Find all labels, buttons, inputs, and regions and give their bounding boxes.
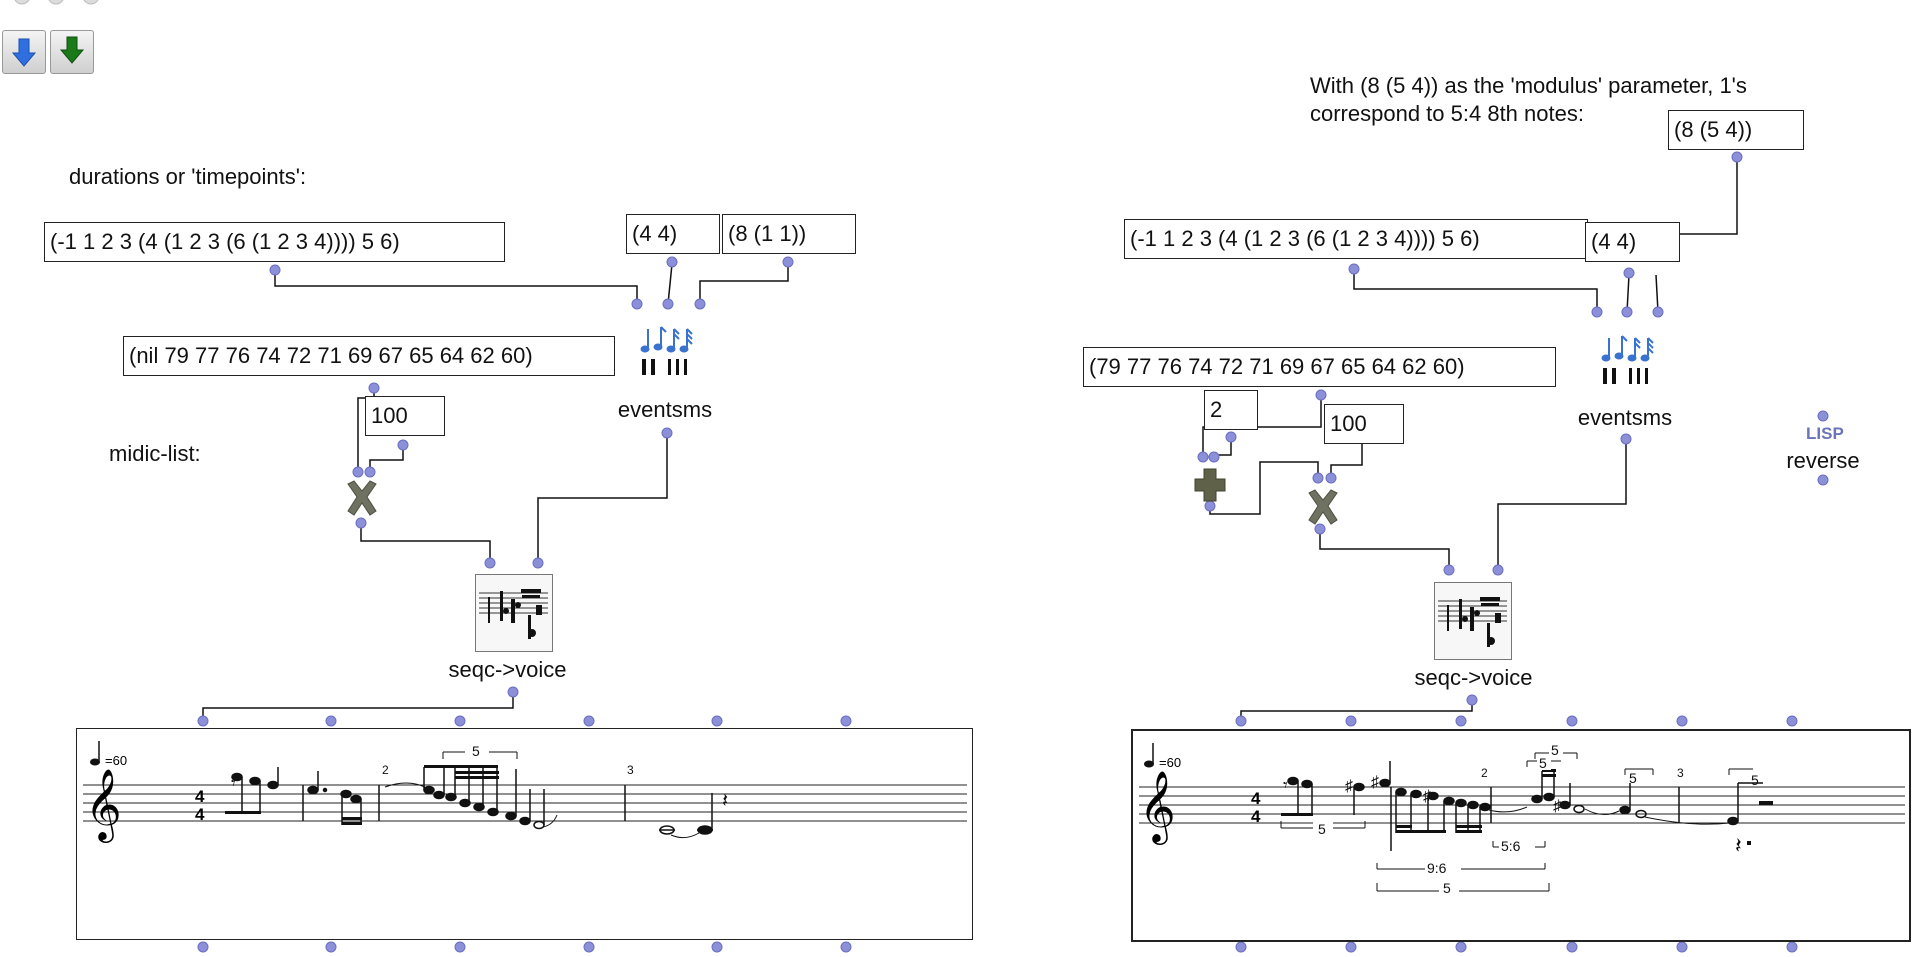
green-down-arrow-button[interactable] [50, 30, 94, 74]
velocity-box-right[interactable]: 100 [1324, 404, 1404, 444]
time-sig-bottom: 4 [1251, 807, 1261, 826]
durations-box-right[interactable]: (-1 1 2 3 (4 (1 2 3 (6 (1 2 3 4)))) 5 6) [1124, 219, 1588, 259]
time-sig-top: 4 [195, 787, 205, 806]
tuplet-label: 5 [1629, 770, 1637, 786]
multiply-icon-right[interactable] [1305, 487, 1341, 527]
midic-box-right[interactable]: (79 77 76 74 72 71 69 67 65 64 62 60) [1083, 347, 1556, 387]
inlet-outlet-dots [197, 151, 1829, 953]
tuplet-label: 2 [382, 763, 389, 777]
multiply-icon[interactable] [344, 478, 380, 518]
tuplet-label: 5:6 [1501, 838, 1521, 854]
svg-text:𝄽: 𝄽 [722, 790, 728, 812]
tuplet-label: 5 [1318, 821, 1326, 837]
tuplet-label: 2 [1481, 766, 1488, 780]
modulus-box-right[interactable]: (8 (5 4)) [1668, 110, 1804, 150]
eventsms-label: eventsms [617, 397, 713, 422]
modulus-comment-line2: correspond to 5:4 8th notes: [1310, 101, 1584, 126]
modulus-comment-line1: With (8 (5 4)) as the 'modulus' paramete… [1310, 73, 1747, 98]
svg-text:♯: ♯ [1553, 798, 1561, 815]
svg-text:♯: ♯ [1423, 788, 1431, 805]
voice-score-editor-right[interactable]: 𝄞 =60 4 4 𝄾 5 ♯ ♯ ♯ [1131, 729, 1911, 942]
blue-down-arrow-icon [11, 38, 37, 67]
midic-list-comment: midic-list: [109, 441, 201, 466]
tuplet-label: 3 [1677, 766, 1684, 780]
tuplet-label: 5 [472, 743, 480, 759]
eventsms-icon[interactable] [638, 325, 696, 379]
midic-box[interactable]: (nil 79 77 76 74 72 71 69 67 65 64 62 60… [123, 336, 615, 376]
durations-comment: durations or 'timepoints': [69, 164, 307, 189]
svg-text:𝄾: 𝄾 [1283, 775, 1288, 795]
green-down-arrow-icon [59, 36, 85, 64]
two-box[interactable]: 2 [1204, 390, 1258, 430]
treble-clef-icon: 𝄞 [1139, 769, 1176, 845]
reverse-label: reverse [1786, 448, 1860, 473]
durations-box[interactable]: (-1 1 2 3 (4 (1 2 3 (6 (1 2 3 4)))) 5 6) [44, 222, 505, 262]
seqc-voice-label-right: seqc->voice [1414, 665, 1533, 690]
svg-text:♯: ♯ [1345, 778, 1353, 795]
tuplet-label: 3 [627, 763, 634, 777]
svg-text:𝄾: 𝄾 [231, 773, 236, 793]
tempo-mark: =60 [1159, 755, 1181, 770]
modulus-box[interactable]: (8 (1 1)) [722, 214, 856, 254]
tempo-mark: =60 [105, 753, 127, 768]
time-sig-bottom: 4 [195, 805, 205, 824]
time-sig-top: 4 [1251, 789, 1261, 808]
score-thumbnail-icon [479, 589, 548, 639]
wire [274, 275, 638, 304]
tuplet-label: 5 [1551, 742, 1559, 758]
treble-clef-icon: 𝄞 [85, 767, 122, 843]
svg-text:𝄽: 𝄽 [1735, 833, 1742, 858]
score-thumbnail-icon [1438, 597, 1507, 647]
score-notation: 𝄞 =60 4 4 𝄾 2 5 [83, 741, 967, 843]
velocity-box[interactable]: 100 [365, 396, 445, 436]
lisp-icon[interactable]: LISP [1806, 424, 1844, 443]
eventsms-label-right: eventsms [1577, 405, 1673, 430]
tuplet-label: 5 [1443, 880, 1451, 896]
seqc-voice-label: seqc->voice [448, 657, 567, 682]
seqc-voice-icon[interactable] [475, 574, 553, 652]
tuplet-label: 5 [1751, 772, 1759, 788]
signature-box-right[interactable]: (4 4) [1585, 222, 1680, 262]
voice-score-editor[interactable]: 𝄞 =60 4 4 𝄾 2 5 [76, 728, 973, 940]
blue-down-arrow-button[interactable] [2, 30, 46, 74]
tuplet-label: 5 [1539, 755, 1547, 771]
tuplet-label: 9:6 [1427, 860, 1447, 876]
seqc-voice-icon-right[interactable] [1434, 582, 1512, 660]
signature-box[interactable]: (4 4) [626, 214, 720, 254]
eventsms-icon[interactable] [1599, 334, 1657, 388]
plus-icon[interactable] [1193, 467, 1227, 503]
score-notation-right: 𝄞 =60 4 4 𝄾 5 ♯ ♯ ♯ [1139, 742, 1905, 897]
svg-text:♯: ♯ [1371, 774, 1379, 791]
